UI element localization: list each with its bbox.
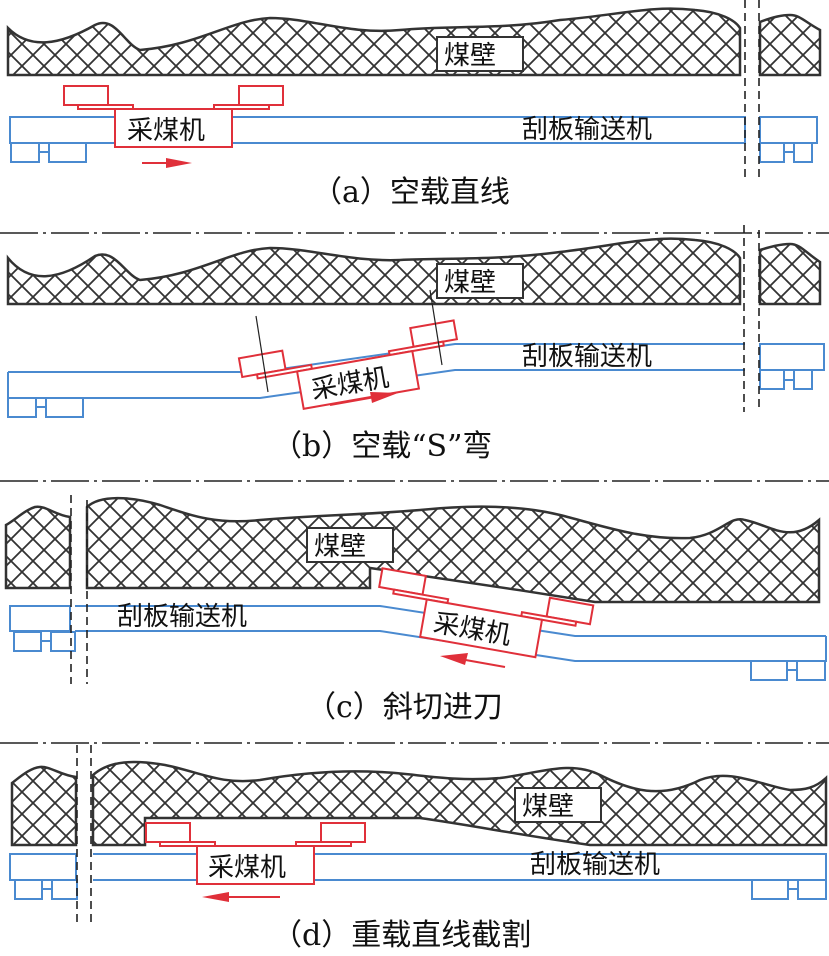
coal-wall-label-box [514,787,602,823]
conveyor-right [759,343,825,371]
conveyor-foot [7,397,37,418]
conveyor-foot [759,142,785,163]
conveyor [93,853,827,881]
coal-wall-label-box [436,263,524,299]
coal-wall-right [758,242,822,306]
shearer: 采煤机 [378,567,595,659]
direction-arrow-right [329,392,398,406]
conveyor-foot [51,879,78,900]
panel-c: 煤壁 采煤机 刮板输送机 （c）斜切进刀 [4,495,827,725]
caption-c: （c）斜切进刀 [306,690,503,725]
conveyor-left [9,605,71,632]
conveyor-left [9,853,77,881]
coal-wall [85,496,821,604]
conveyor-label: 刮板输送机 [522,115,652,145]
conveyor [7,369,745,399]
conveyor-foot [13,631,42,652]
conveyor-foot [10,142,40,163]
coal-wall [6,237,742,306]
coal-wall [91,760,828,847]
coal-wall-left [4,505,72,590]
shearer: 采煤机 [145,822,366,885]
coal-wall-left [10,765,78,847]
shearer-label: 采煤机 [127,116,205,146]
conveyor-foot [48,142,87,163]
caption-d: （d）重载直线截割 [272,918,531,953]
conveyor-foot [759,369,785,390]
conveyor-right [759,116,818,144]
conveyor-foot [797,879,827,900]
shearer: 采煤机 [237,319,459,410]
panel-a: 煤壁 采煤机 刮板输送机 （a）空载直线 [6,0,822,210]
conveyor-foot [751,879,789,900]
coal-wall-label-box [436,36,524,72]
shearer: 采煤机 [63,85,284,148]
panel-d: 煤壁 采煤机 刮板输送机 （d）重载直线截割 [9,745,828,953]
coal-wall-label-box [306,527,394,563]
conveyor-label: 刮板输送机 [530,850,660,880]
shearer-label: 采煤机 [208,853,286,883]
panel-b: 煤壁 采煤机 刮板输送机 （b）空载“S”弯 [6,225,825,464]
conveyor-foot [14,879,43,900]
direction-arrow-right [142,158,192,168]
conveyor-foot [793,369,813,390]
coal-wall [6,7,742,77]
conveyor-foot [796,660,826,681]
coal-wall-label: 煤壁 [444,41,496,71]
direction-arrow-left [202,892,280,902]
caption-a: （a）空载直线 [312,175,510,210]
caption-b: （b）空载“S”弯 [272,429,492,464]
conveyor-label: 刮板输送机 [522,342,652,372]
coal-wall-label: 煤壁 [314,532,366,562]
direction-arrow-left [440,653,506,668]
conveyor-foot [793,142,813,163]
coal-wall-label: 煤壁 [522,792,574,822]
conveyor-foot [750,660,788,681]
conveyor-foot [45,397,84,418]
coal-wall-label: 煤壁 [444,268,496,298]
coal-wall-right [758,13,822,77]
conveyor-label: 刮板输送机 [117,602,247,632]
